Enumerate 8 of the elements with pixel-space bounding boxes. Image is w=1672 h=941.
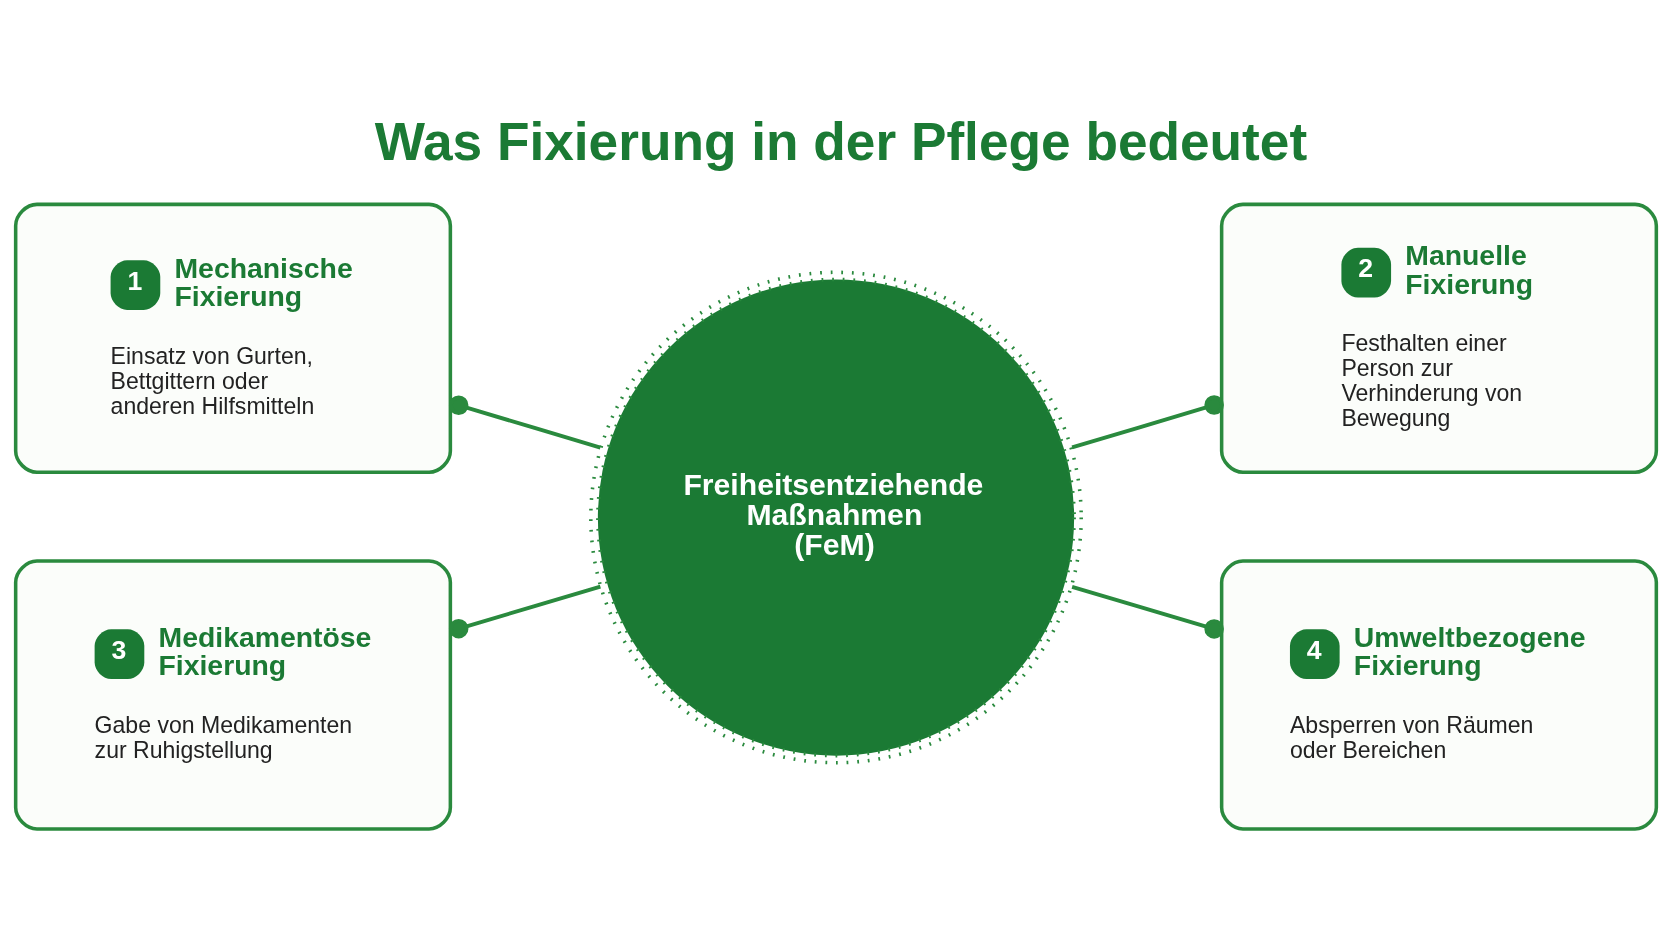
node-circle: Freiheitsentziehende Maßnahmen (FeM): [589, 270, 1083, 765]
node-box: 4 Umweltbezogene Fixierung Absperren von Räumen oder Bereichen: [1219, 559, 1659, 831]
connector: [1071, 585, 1224, 639]
node-box: 3 Medikamentöse Fixierung Gabe von Medikamenten zur Ruhigstellung: [13, 559, 453, 831]
connector: [1071, 395, 1224, 450]
node-box: 1 Mechanische Fixierung Einsatz von Gurten, Bettgittern oder anderen Hilfsmitteln: [13, 202, 453, 475]
diagram-title: Was Fixierung in der Pflege bedeutet: [374, 112, 1308, 171]
node-box: 2 Manuelle Fixierung Festhalten einer Person zur Verhinderung von Bewegung: [1219, 202, 1659, 475]
